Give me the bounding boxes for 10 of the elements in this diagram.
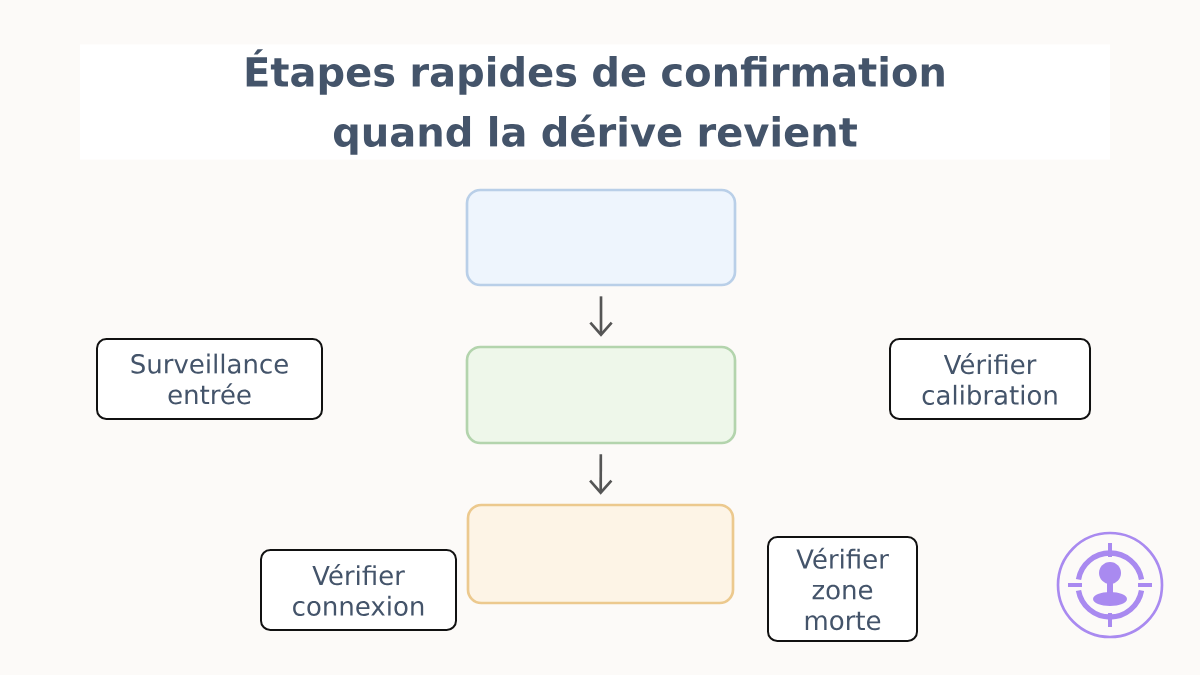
empty-box (465, 345, 737, 445)
empty-box (466, 503, 735, 605)
label-box: Vérifier calibration (889, 338, 1091, 420)
label-box: Surveillance entrée (96, 338, 323, 420)
label-box: Vérifier zone morte (767, 536, 918, 642)
arrow (589, 454, 613, 495)
title-banner: Étapes rapides de confirmation quand la dérive revient (80, 44, 1110, 160)
arrow (589, 296, 613, 337)
empty-box (465, 188, 737, 287)
label-box: Vérifier connexion (260, 549, 457, 631)
